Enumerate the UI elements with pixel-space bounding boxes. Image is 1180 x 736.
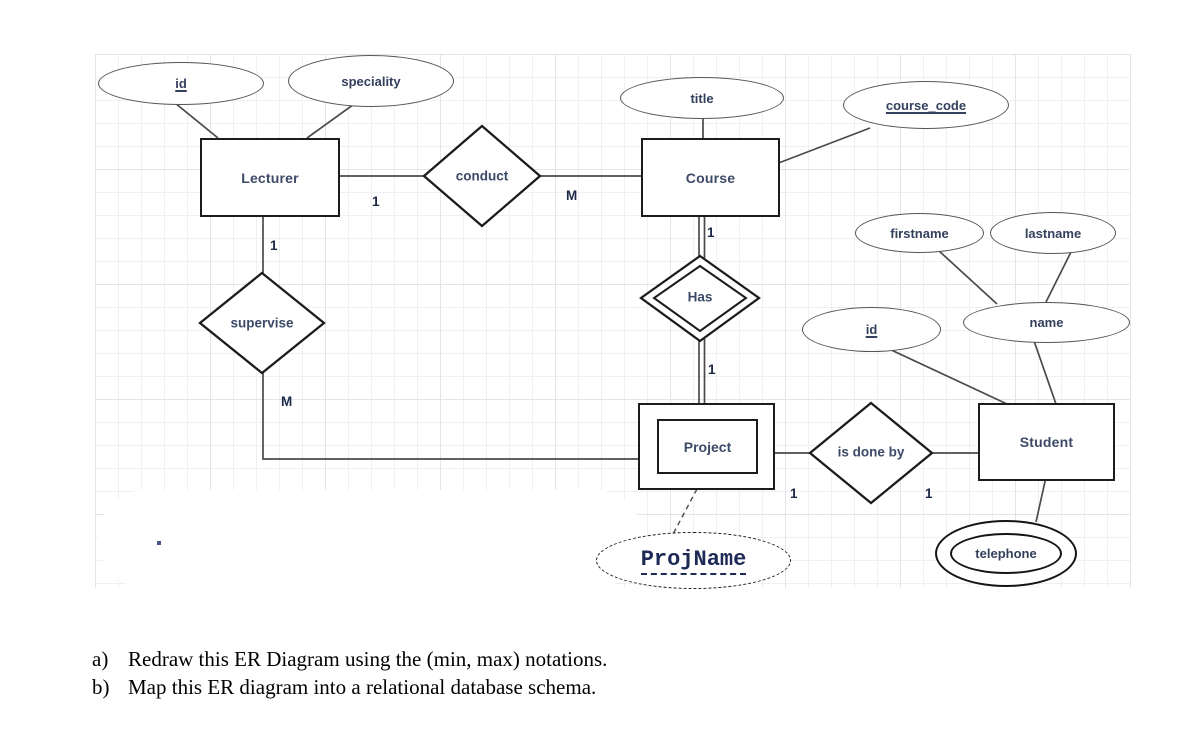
line-id-lecturer <box>174 102 219 139</box>
attribute-projname-label: ProjName <box>640 547 747 575</box>
entity-project-inner: Project <box>657 419 758 474</box>
entity-project-label: Project <box>683 438 732 455</box>
line-project-projname-dashed <box>671 488 698 537</box>
entity-lecturer: Lecturer <box>200 138 340 217</box>
relationship-conduct-label: conduct <box>455 168 509 184</box>
entity-course: Course <box>641 138 780 217</box>
cardinality-has-project: 1 <box>708 362 716 377</box>
line-course-coursecode <box>775 127 871 165</box>
attribute-title: title <box>620 77 784 119</box>
attribute-firstname-label: firstname <box>890 225 949 241</box>
stray-dot <box>157 541 161 545</box>
question-list: a) Redraw this ER Diagram using the (min… <box>92 645 607 701</box>
attribute-course-code: course_code <box>843 81 1009 129</box>
has-diamond-inner <box>652 264 748 333</box>
attribute-telephone-inner: telephone <box>950 533 1062 574</box>
attribute-speciality-label: speciality <box>341 73 401 89</box>
line-lastname-name <box>1045 249 1073 303</box>
relationship-supervise-label: supervise <box>230 315 294 331</box>
attribute-course-code-label: course_code <box>885 97 967 113</box>
cardinality-conduct-course: M <box>566 188 578 203</box>
supervise-diamond <box>198 271 326 375</box>
cardinality-project-isdoneby: 1 <box>790 486 798 501</box>
relationship-isdoneby-label: is done by <box>837 444 905 460</box>
line-name-student <box>1032 337 1057 405</box>
attribute-lastname-label: lastname <box>1024 225 1082 241</box>
question-b-text: Map this ER diagram into a relational da… <box>128 675 597 699</box>
isdoneby-diamond <box>808 401 934 505</box>
attribute-speciality: speciality <box>288 55 454 107</box>
cardinality-lecturer-conduct: 1 <box>372 194 380 209</box>
cardinality-lecturer-supervise: 1 <box>270 238 278 253</box>
question-a-marker: a) <box>92 647 109 671</box>
attribute-student-id: id <box>802 307 941 352</box>
attribute-lastname: lastname <box>990 212 1116 254</box>
attribute-firstname: firstname <box>855 213 984 253</box>
line-firstname-name <box>937 249 998 305</box>
attribute-lecturer-id: id <box>98 62 264 105</box>
attribute-name: name <box>963 302 1130 343</box>
attribute-name-label: name <box>1029 315 1064 330</box>
attribute-student-id-label: id <box>865 322 878 337</box>
question-a-text: Redraw this ER Diagram using the (min, m… <box>128 647 608 671</box>
question-b: b) Map this ER diagram into a relational… <box>92 673 607 701</box>
question-b-marker: b) <box>92 675 110 699</box>
attribute-telephone-label: telephone <box>975 546 1037 561</box>
entity-project-weak: Project <box>638 403 775 490</box>
entity-lecturer-label: Lecturer <box>241 169 299 186</box>
conduct-diamond <box>422 124 542 228</box>
cardinality-supervise-project: M <box>281 394 293 409</box>
line-student-telephone <box>1035 476 1047 523</box>
line-supervise-project <box>262 373 640 460</box>
entity-student-label: Student <box>1019 434 1074 450</box>
attribute-projname-partial-key: ProjName <box>596 532 791 589</box>
attribute-lecturer-id-label: id <box>175 76 187 91</box>
entity-student: Student <box>978 403 1115 481</box>
line-speciality-lecturer <box>306 101 358 139</box>
entity-course-label: Course <box>685 169 736 186</box>
erased-area <box>98 490 643 588</box>
line-id2-student <box>886 347 1008 405</box>
cardinality-isdoneby-student: 1 <box>925 486 933 501</box>
cardinality-course-has: 1 <box>707 225 715 240</box>
relationship-has-label: Has <box>687 289 713 305</box>
attribute-title-label: title <box>690 90 714 106</box>
attribute-telephone-multivalued: telephone <box>935 520 1077 587</box>
question-a: a) Redraw this ER Diagram using the (min… <box>92 645 607 673</box>
